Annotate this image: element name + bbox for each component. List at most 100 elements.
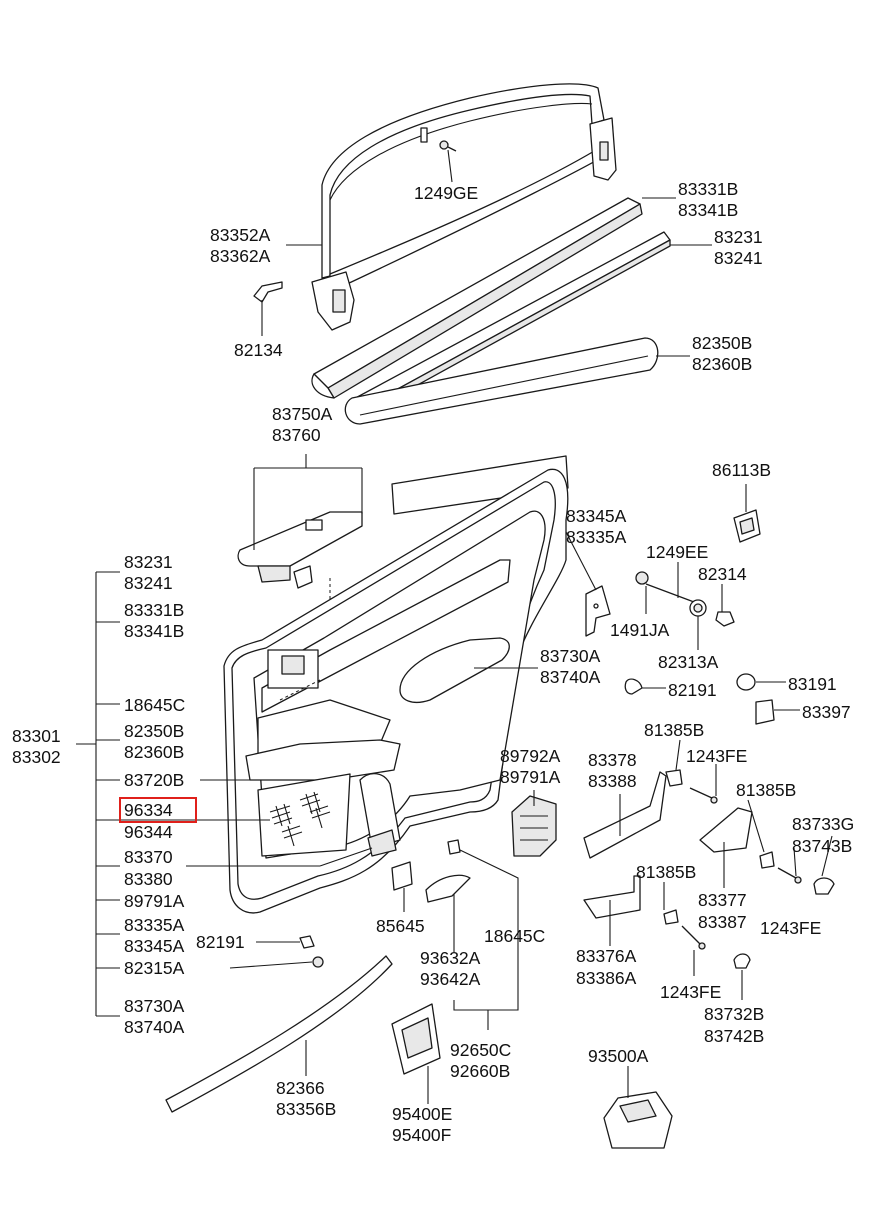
leader-lines [76,149,833,1104]
label-82315a: 82315A [124,958,185,978]
screw-1243fe-a [689,787,718,804]
screw-82315a [312,956,324,968]
bracket-83376a [583,875,641,919]
label-82350b: 82350B [692,333,752,353]
label-group-83335a: 83335A [124,915,185,935]
label-group-18645c: 18645C [124,695,185,715]
label-group-83241: 83241 [124,573,173,593]
screw-1243fe-b [777,867,802,884]
label-81385b-b: 81385B [736,780,796,800]
label-group-83730a: 83730A [124,996,185,1016]
pad-83397 [755,699,775,725]
cap-83733g [813,877,835,895]
module-89792a [511,795,557,857]
screw-1249ge [420,127,457,152]
label-group-89791a: 89791A [124,891,185,911]
label-82134: 82134 [234,340,283,360]
grommet-83191 [736,673,756,691]
label-83362a: 83362A [210,246,271,266]
label-96334: 96334 [124,800,173,820]
label-89792a: 89792A [500,746,561,766]
label-83730a-right: 83730A [540,646,601,666]
label-1243fe-a: 1243FE [686,746,747,766]
label-83742b: 83742B [704,1026,764,1046]
label-83380: 83380 [124,869,173,889]
trim-garnish [344,337,659,425]
label-81385b-a: 81385B [644,720,704,740]
plate-85645 [391,861,413,891]
bracket-83345a [585,585,611,637]
label-83191: 83191 [788,674,837,694]
label-82191-lower: 82191 [196,932,245,952]
label-83386a: 83386A [576,968,637,988]
label-83231: 83231 [714,227,763,247]
label-83331b: 83331B [678,179,738,199]
bracket-83378 [583,771,667,859]
screw-1243fe-c [681,925,706,950]
cap-18645c [447,839,461,855]
bracket-83377 [699,807,753,853]
label-group-83331b: 83331B [124,600,184,620]
clip-82134 [253,281,283,303]
label-83760: 83760 [272,425,321,445]
cap-82191-lower [299,935,315,949]
label-83743b: 83743B [792,836,852,856]
label-83370: 83370 [124,847,173,867]
label-92660b: 92660B [450,1061,510,1081]
label-83345a-right: 83345A [566,506,627,526]
cap-82191-upper [624,678,643,695]
label-85645: 85645 [376,916,425,936]
label-83241: 83241 [714,248,763,268]
label-95400e: 95400E [392,1104,452,1124]
label-82313a: 82313A [658,652,719,672]
label-83740a-right: 83740A [540,667,601,687]
speaker-grille [269,791,331,847]
clip-81385b-c [663,909,679,925]
label-83397: 83397 [802,702,851,722]
bolt-1249ee [635,571,707,617]
label-83387: 83387 [698,912,747,932]
door-trim-panel [223,468,569,914]
pad-86113b [733,509,761,543]
label-18645c-mid: 18645C [484,926,545,946]
label-83301: 83301 [12,726,61,746]
highlight-box [119,797,197,823]
lower-moulding [165,955,393,1113]
label-96344: 96344 [124,822,173,842]
label-1491ja: 1491JA [610,620,670,640]
label-93632a: 93632A [420,948,481,968]
label-83341b: 83341B [678,200,738,220]
upper-strip [391,455,569,515]
label-92650c: 92650C [450,1040,511,1060]
label-group-83345a: 83345A [124,936,185,956]
label-1249ee: 1249EE [646,542,708,562]
label-group-82360b: 82360B [124,742,184,762]
label-95400f: 95400F [392,1125,451,1145]
label-group-82350b: 82350B [124,721,184,741]
label-83335a-right: 83335A [566,527,627,547]
label-93642a: 93642A [420,969,481,989]
label-82314: 82314 [698,564,747,584]
label-group-83740a: 83740A [124,1017,185,1037]
label-1243fe-b: 1243FE [760,918,821,938]
cap-82314 [715,611,735,627]
label-82360b: 82360B [692,354,752,374]
module-93500a [603,1091,673,1149]
label-group-83341b: 83341B [124,621,184,641]
label-83732b: 83732B [704,1004,764,1024]
clip-81385b-a [665,769,683,787]
label-81385b-c: 81385B [636,862,696,882]
label-83356b: 83356B [276,1099,336,1119]
label-83352a: 83352A [210,225,271,245]
cap-83732b [733,953,751,969]
belt-moulding-outer [311,197,643,399]
label-83302: 83302 [12,747,61,767]
handle-93632a [425,874,471,903]
label-82366: 82366 [276,1078,325,1098]
label-86113b: 86113B [712,460,771,480]
label-83376a: 83376A [576,946,637,966]
label-82191-right: 82191 [668,680,717,700]
label-93500a: 93500A [588,1046,649,1066]
label-83720b: 83720B [124,770,184,790]
